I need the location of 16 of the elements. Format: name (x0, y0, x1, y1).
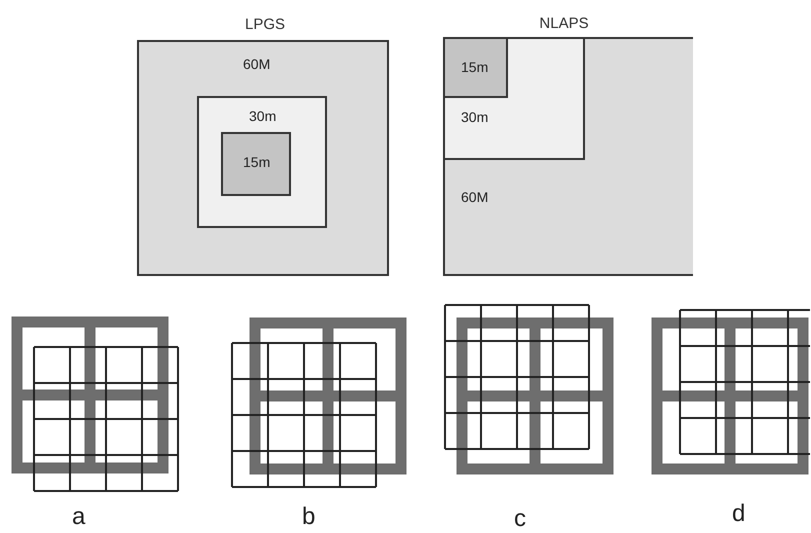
panel-heading: NLAPS (538, 15, 590, 32)
panel-letter: d (732, 500, 746, 528)
resolution-square (443, 37, 508, 98)
panel-heading: LPGS (244, 16, 286, 33)
resolution-label: 60M (461, 189, 488, 205)
resolution-label: 60M (243, 56, 270, 72)
resolution-square (197, 96, 327, 228)
resolution-label: 15m (243, 154, 270, 170)
resolution-square (221, 132, 291, 196)
panel-letter: a (72, 503, 86, 531)
panel-letter: c (514, 505, 526, 533)
panel-letter: b (302, 503, 316, 531)
resolution-square (443, 37, 585, 160)
resolution-label: 15m (461, 59, 488, 75)
resolution-label: 30m (249, 108, 276, 124)
resolution-label: 30m (461, 109, 488, 125)
